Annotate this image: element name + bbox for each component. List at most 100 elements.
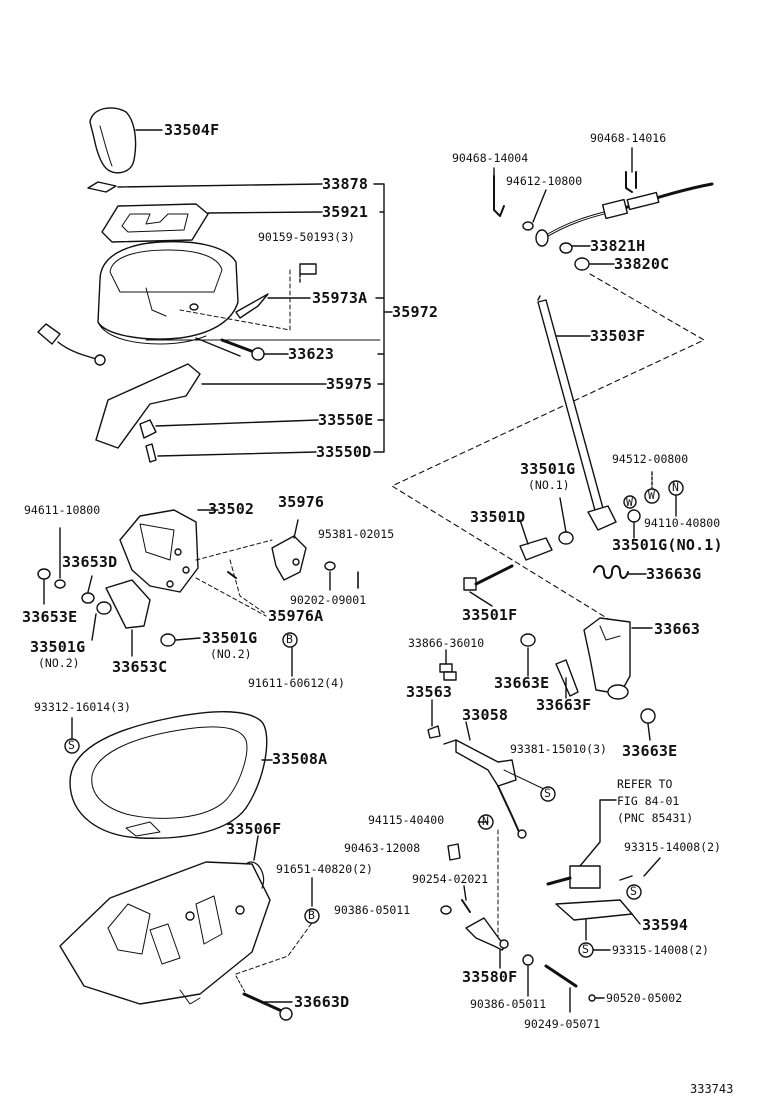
bushing-33663e-b: [640, 708, 656, 724]
part-33820c-label: 33820C: [614, 255, 670, 273]
part-33508a-label: 33508A: [272, 750, 328, 768]
bushing-33501g-right: [627, 509, 641, 523]
bolt-33663d: [242, 992, 293, 1021]
part-33550e-label: 33550E: [318, 411, 374, 429]
washer-94612: [522, 221, 534, 231]
clip-90463: [447, 843, 461, 861]
washer-33653d: [81, 592, 95, 604]
bolt-33501f: [463, 564, 514, 591]
part-93315-a-label: 93315-14008(2): [624, 840, 721, 854]
part-33653e-label: 33653E: [22, 608, 78, 626]
part-90386-a-label: 90386-05011: [334, 903, 411, 917]
pin-33501d: [519, 537, 553, 561]
part-35973a-label: 35973A: [312, 289, 368, 307]
plate-33878: [87, 181, 117, 193]
diagram-id: 333743: [690, 1082, 734, 1096]
part-33501g-m-label: 33501G: [202, 629, 258, 647]
bezel-33508a: [69, 711, 268, 839]
part-33501g-right-label: 33501G(NO.1): [612, 536, 723, 554]
nut-94110: [623, 495, 637, 509]
spring-33663g: [593, 565, 629, 579]
part-33821h-label: 33821H: [590, 237, 646, 255]
reference-line-1: REFER TO: [617, 777, 673, 791]
clip-90520: [588, 994, 596, 1002]
part-33501f-label: 33501F: [462, 606, 518, 624]
bezel-strip: [95, 363, 201, 449]
plate-33653c: [105, 579, 151, 629]
bushing-33821h: [559, 242, 573, 254]
part-33663g-label: 33663G: [646, 565, 702, 583]
clip-90468-b: [625, 171, 637, 193]
reference-line-2: FIG 84-01: [617, 794, 680, 808]
part-93312-label: 93312-16014(3): [34, 700, 131, 714]
part-93381-label: 93381-15010(3): [510, 742, 607, 756]
part-33501g-top-no-label: (NO.1): [528, 478, 570, 492]
clip-90468-a: [493, 175, 505, 217]
nut-90386-a: [440, 905, 452, 915]
bulb-socket: [37, 323, 106, 366]
part-33663e-b-label: 33663E: [622, 742, 678, 760]
part-33653d-label: 33653D: [62, 553, 118, 571]
part-91651-label: 91651-40820(2): [276, 862, 373, 876]
shift-cable: [535, 182, 714, 247]
part-94612-label: 94612-10800: [506, 174, 583, 188]
screw-symbol: S: [630, 884, 637, 898]
symbol-circles: [64, 480, 684, 958]
part-33503f-label: 33503F: [590, 327, 646, 345]
bolt-symbol: B: [308, 908, 315, 922]
part-33594-label: 33594: [642, 916, 689, 934]
part-90468-a-label: 90468-14004: [452, 151, 529, 165]
console-housing: [97, 240, 239, 345]
nut-90386-b: [522, 954, 534, 966]
nut-symbol: N: [482, 814, 489, 828]
part-35976a-label: 35976A: [268, 607, 324, 625]
part-90254-label: 90254-02021: [412, 872, 489, 886]
screw-symbol: S: [582, 942, 589, 956]
washer-symbol: W: [648, 488, 655, 502]
part-35972-label: 35972: [392, 303, 439, 321]
part-94110-label: 94110-40800: [644, 516, 721, 530]
part-33878-label: 33878: [322, 175, 369, 193]
part-90520-label: 90520-05002: [606, 991, 683, 1005]
screw-33623: [220, 338, 265, 361]
shift-knob: [89, 107, 137, 174]
shift-lever: [537, 295, 617, 531]
part-33563-label: 33563: [406, 683, 453, 701]
reference-note: REFER TO FIG 84-01 (PNC 85431): [617, 776, 693, 827]
screw-symbol: S: [68, 738, 75, 752]
part-33550d-label: 33550D: [316, 443, 372, 461]
part-33501d-label: 33501D: [470, 508, 526, 526]
part-95381-label: 95381-02015: [318, 527, 395, 541]
bushing-33501g-l: [96, 601, 112, 615]
part-90463-label: 90463-12008: [344, 841, 421, 855]
part-90249-label: 90249-05071: [524, 1017, 601, 1031]
part-35921-label: 35921: [322, 203, 369, 221]
clip-33550d: [145, 443, 157, 463]
indicator-plate: [101, 203, 209, 243]
bushing-33820c: [574, 257, 590, 271]
base-33506f: [59, 861, 271, 1005]
part-33502-label: 33502: [208, 500, 255, 518]
part-94512-label: 94512-00800: [612, 452, 689, 466]
bracket-33502: [119, 509, 199, 593]
part-33580f-label: 33580F: [462, 968, 518, 986]
nut-33653e: [37, 568, 51, 580]
screw-90159: [299, 263, 317, 283]
solenoid-33594: [546, 865, 633, 921]
clip-33866: [439, 663, 457, 681]
part-33663d-label: 33663D: [294, 993, 350, 1011]
part-33506f-label: 33506F: [226, 820, 282, 838]
cap-33563: [427, 725, 441, 739]
washer-94611: [54, 579, 66, 589]
part-35975-label: 35975: [326, 375, 373, 393]
part-33058-label: 33058: [462, 706, 509, 724]
part-33504f-label: 33504F: [164, 121, 220, 139]
part-33501g-l-no-label: (NO.2): [38, 656, 80, 670]
rod-33580f: [465, 917, 509, 951]
part-94611-label: 94611-10800: [24, 503, 101, 517]
bushing-33663e-a: [520, 633, 536, 647]
nut-symbol: N: [672, 480, 679, 494]
bushing-33501g-top: [558, 531, 574, 545]
